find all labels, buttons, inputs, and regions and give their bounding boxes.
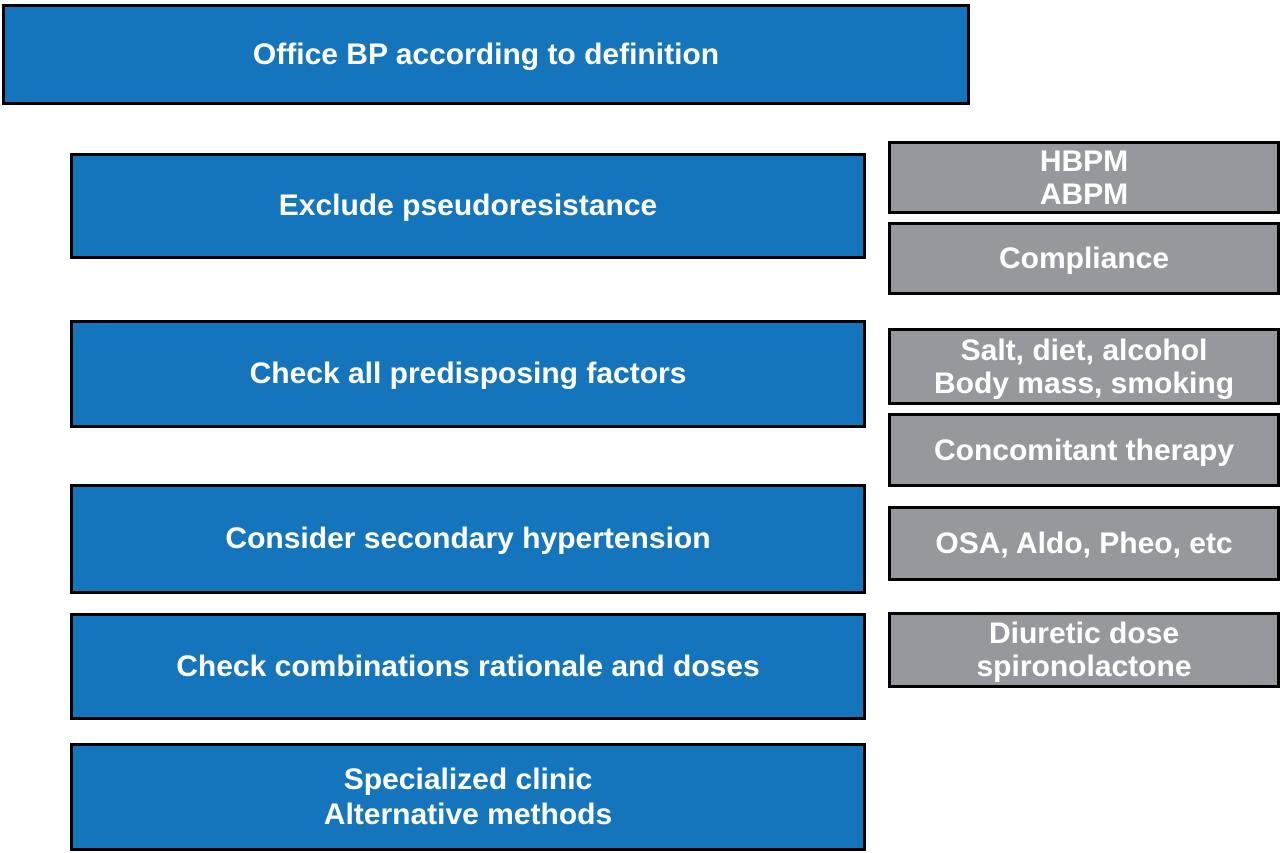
step-label-line: Specialized clinic [343, 762, 593, 796]
note-hbpm-abpm: HBPM ABPM [888, 141, 1280, 214]
note-label-line: HBPM [1039, 144, 1129, 178]
note-label-line: spironolactone [976, 650, 1192, 683]
note-secondary-causes: OSA, Aldo, Pheo, etc [888, 506, 1280, 581]
note-label-line: Salt, diet, alcohol [960, 333, 1208, 367]
step-office-bp-definition: Office BP according to definition [2, 4, 970, 105]
step-check-predisposing-factors: Check all predisposing factors [70, 320, 866, 428]
step-label-line: Exclude pseudoresistance [278, 189, 658, 223]
note-label-line: Diuretic dose [988, 617, 1180, 650]
step-specialized-clinic: Specialized clinic Alternative methods [70, 743, 866, 851]
note-diuretic-spironolactone: Diuretic dose spironolactone [888, 612, 1280, 688]
step-label-line: Consider secondary hypertension [225, 522, 711, 556]
note-lifestyle-factors: Salt, diet, alcohol Body mass, smoking [888, 328, 1280, 405]
step-consider-secondary-hypertension: Consider secondary hypertension [70, 484, 866, 594]
step-label-line: Office BP according to definition [252, 37, 720, 71]
step-exclude-pseudoresistance: Exclude pseudoresistance [70, 153, 866, 259]
note-concomitant-therapy: Concomitant therapy [888, 413, 1280, 487]
step-label-line: Check combinations rationale and doses [176, 649, 760, 683]
step-label-line: Check all predisposing factors [249, 357, 687, 391]
note-label-line: Concomitant therapy [933, 433, 1235, 467]
step-label-line: Alternative methods [323, 798, 613, 831]
note-label-line: Compliance [998, 242, 1170, 275]
step-check-combinations-doses: Check combinations rationale and doses [70, 613, 866, 720]
note-compliance: Compliance [888, 222, 1280, 295]
note-label-line: Body mass, smoking [933, 366, 1235, 400]
note-label-line: ABPM [1039, 177, 1129, 211]
note-label-line: OSA, Aldo, Pheo, etc [935, 527, 1233, 560]
